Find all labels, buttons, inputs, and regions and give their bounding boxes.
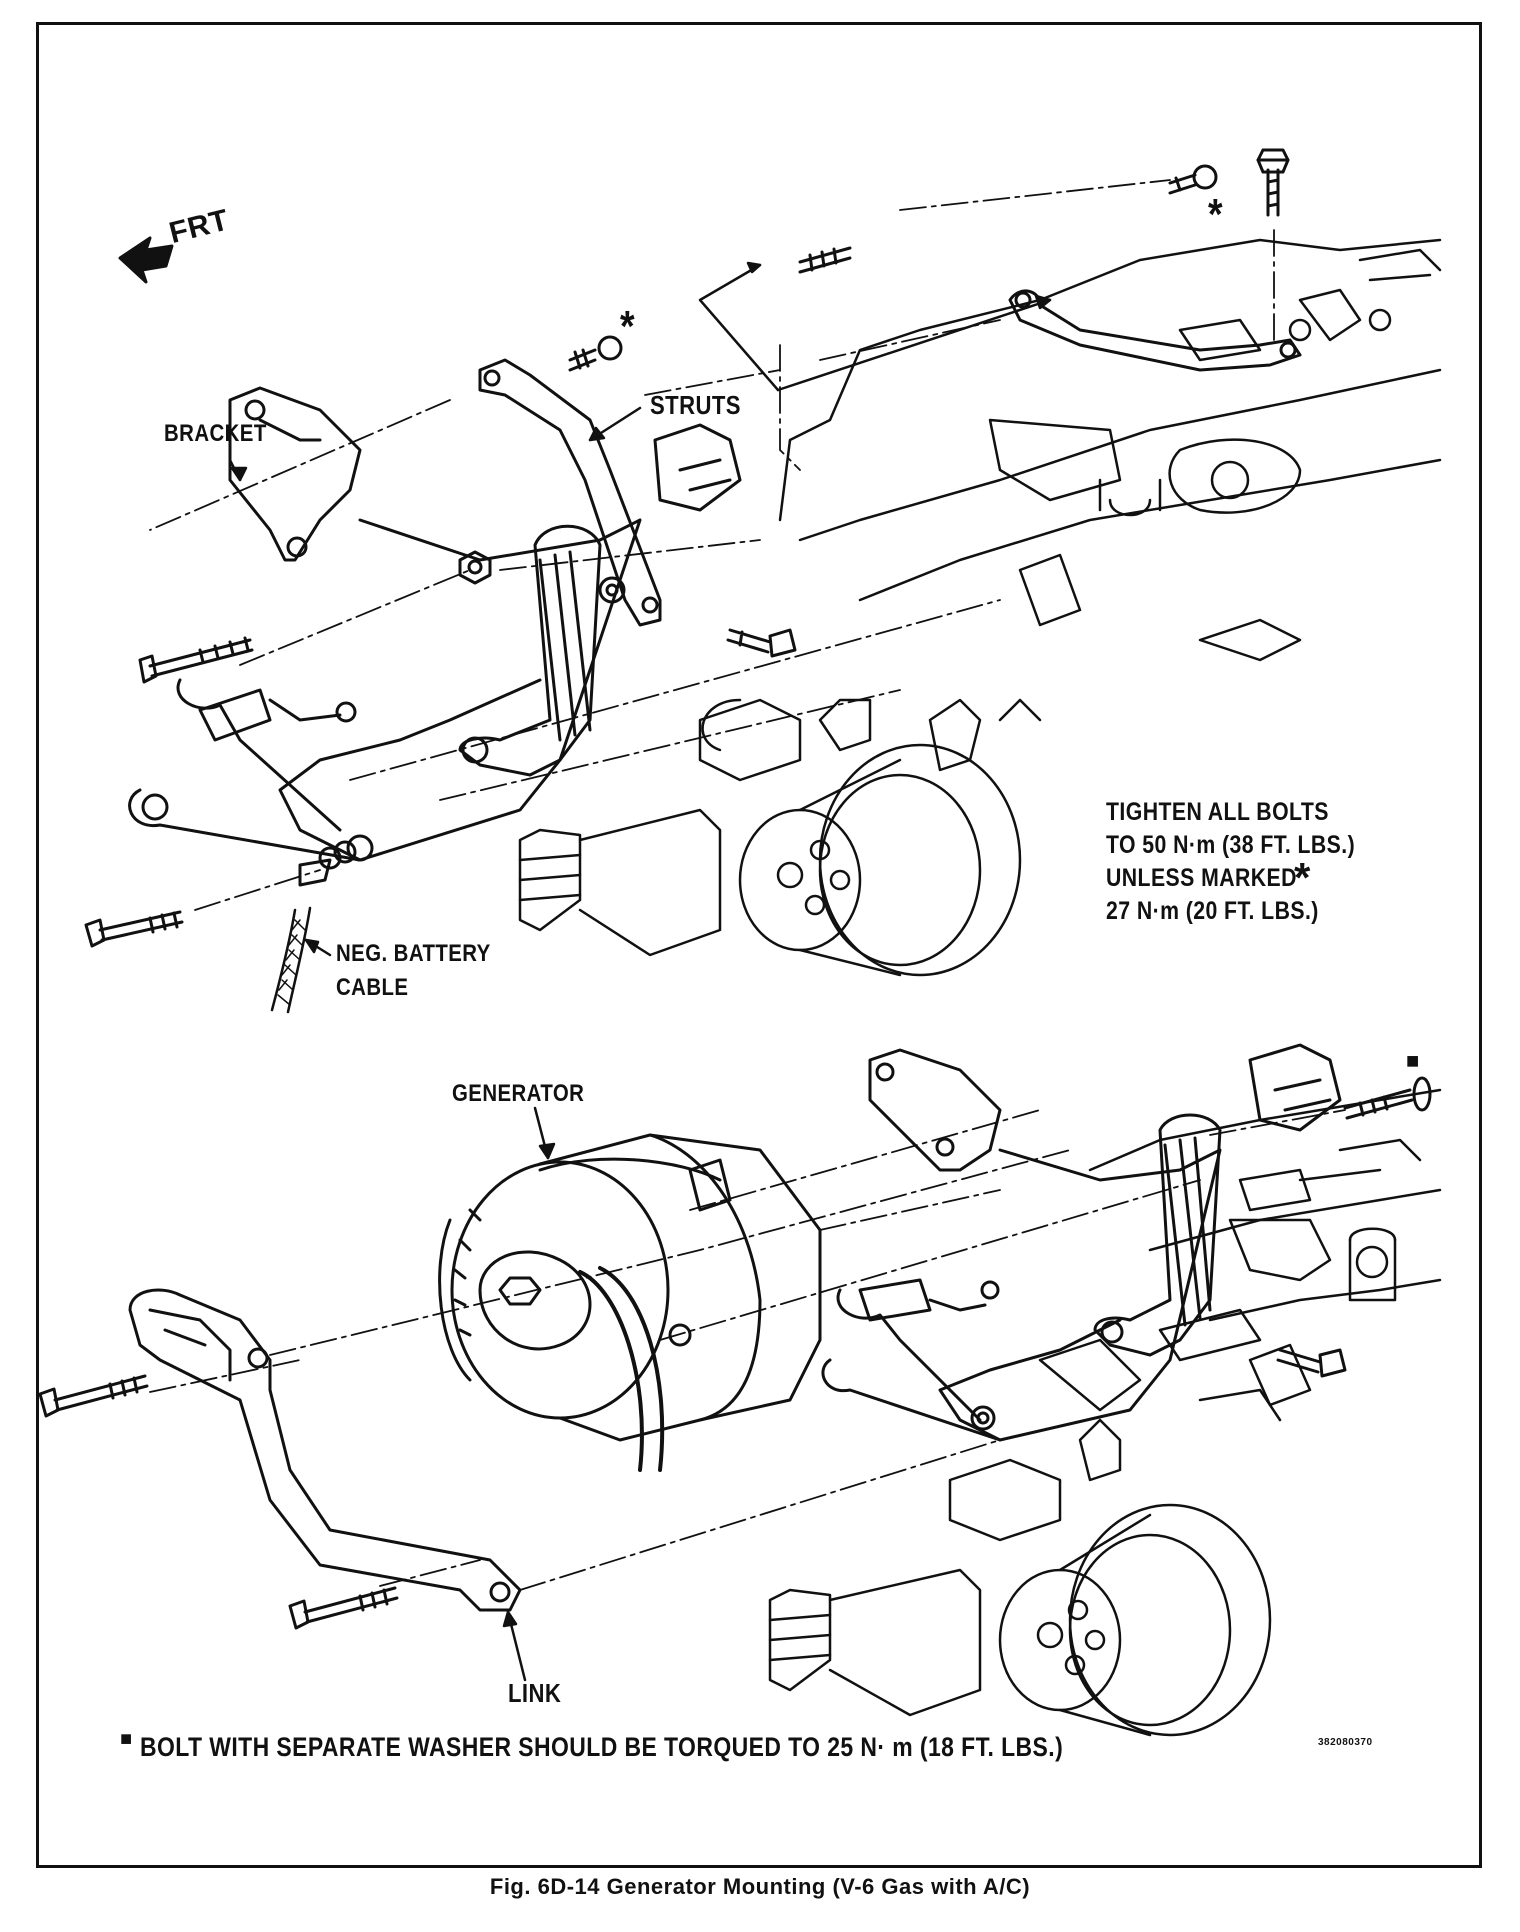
engine-block-upper <box>778 238 1442 722</box>
engine-block-lower <box>1038 1088 1442 1422</box>
bolt-lower-washer <box>1343 1076 1432 1120</box>
nut-upper <box>458 550 492 585</box>
figure-caption: Fig. 6D-14 Generator Mounting (V-6 Gas w… <box>489 1874 1031 1899</box>
alignment-lines-upper <box>149 179 1275 911</box>
washer-upper-2 <box>318 840 357 870</box>
generator-label: GENERATOR <box>452 1080 585 1107</box>
leader-arrows-lower <box>502 1106 556 1682</box>
washer-lower <box>970 1405 996 1431</box>
washer-upper <box>598 576 626 604</box>
torque-note-line-4: 27 N·m (20 FT. LBS.) <box>1106 897 1319 925</box>
link-lower <box>128 1288 522 1612</box>
washer-note-square: ■ <box>120 1728 133 1750</box>
strut-upper-right <box>1008 289 1302 372</box>
bracket-compressor-lower <box>821 1148 1222 1442</box>
strut-upper-left <box>478 358 662 627</box>
front-arrow-icon <box>118 236 174 284</box>
bracket-upper <box>228 386 362 562</box>
torque-note: TIGHTEN ALL BOLTS TO 50 N·m (38 FT. LBS.… <box>1106 796 1399 928</box>
alignment-lines-lower <box>149 1109 1346 1591</box>
bolt-lower-1 <box>38 1374 149 1418</box>
water-pump-lower <box>768 1418 1272 1737</box>
washer-note-text: BOLT WITH SEPARATE WASHER SHOULD BE TORQ… <box>140 1732 1064 1762</box>
neg-battery-cable-label-2: CABLE <box>336 974 409 1001</box>
bolt-upper-strut <box>798 246 852 274</box>
figure-frame <box>36 22 1482 1868</box>
bolt-upper-asterisk-right <box>1168 164 1218 195</box>
torque-note-line-1: TIGHTEN ALL BOLTS <box>1106 798 1329 826</box>
link-label: LINK <box>508 1678 562 1708</box>
bolt-upper-2 <box>84 910 184 948</box>
bolt-upper-asterisk-left <box>568 335 623 372</box>
square-mark-washer: ■ <box>1406 1048 1420 1073</box>
torque-note-line-3-row: UNLESS MARKED * <box>1106 854 1399 901</box>
neg-battery-cable <box>270 858 332 1014</box>
asterisk-mark-right: * <box>1208 190 1223 239</box>
bracket-lower <box>868 1048 1002 1172</box>
leader-arrows-upper <box>228 261 1052 957</box>
connector-upper <box>653 423 742 512</box>
torque-note-line-3: UNLESS MARKED <box>1106 864 1297 892</box>
torque-note-asterisk: * <box>1294 854 1311 901</box>
water-pump-upper <box>518 698 1022 977</box>
bolt-lower-2 <box>288 1586 399 1630</box>
torque-note-line-2: TO 50 N·m (38 FT. LBS.) <box>1106 831 1356 859</box>
struts-label: STRUTS <box>650 390 741 420</box>
bracket-vertical-upper <box>458 524 602 777</box>
drawing-code: 382080370 <box>1318 1737 1373 1748</box>
bracket-label: BRACKET <box>164 420 267 447</box>
bolt-upper-vertical <box>1256 148 1290 217</box>
generator-body <box>438 1133 822 1472</box>
bolt-upper-sensor <box>726 628 797 658</box>
neg-battery-cable-label-1: NEG. BATTERY <box>336 940 491 967</box>
connector-lower <box>1248 1043 1342 1132</box>
sensor-lower <box>1276 1348 1347 1378</box>
bracket-vertical-lower <box>1093 1113 1222 1357</box>
bracket-compressor-upper <box>128 518 642 862</box>
asterisk-mark-left: * <box>620 302 635 351</box>
bolt-upper-1 <box>138 636 254 684</box>
